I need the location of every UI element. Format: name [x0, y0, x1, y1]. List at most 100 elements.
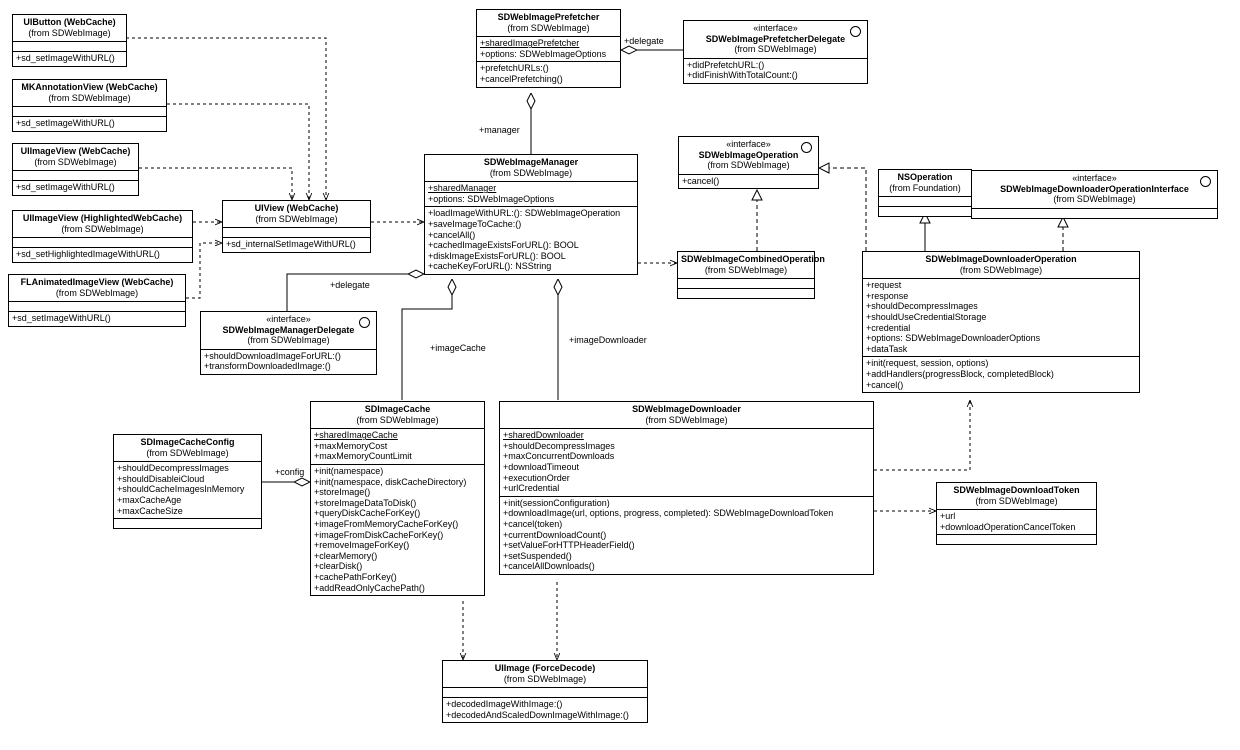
operation: +sd_setImageWithURL() [16, 53, 115, 64]
operation: +cancelAll() [428, 229, 476, 240]
interface-icon [1200, 176, 1211, 187]
operation: +shouldDownloadImageForURL:() [204, 350, 341, 361]
attribute: +urlCredential [503, 483, 560, 494]
operations-compartment: +sd_setImageWithURL() [9, 311, 185, 326]
class-flanimatedimageview-webcache[interactable]: FLAnimatedImageView (WebCache) (from SDW… [8, 274, 186, 327]
class-package: (from SDWebImage) [146, 447, 229, 458]
operation: +downloadImage(url, options, progress, c… [503, 508, 834, 519]
operations-compartment [879, 206, 971, 216]
agg-manager-delegate [286, 274, 424, 311]
class-package: (from SDWebImage) [707, 160, 790, 171]
attribute: +downloadTimeout [503, 461, 579, 472]
label-manager-delegate: +delegate [330, 280, 370, 290]
attribute: +sharedImagePrefetcher [480, 38, 580, 49]
operation: +didPrefetchURL:() [687, 59, 765, 70]
class-sdimagecache[interactable]: SDImageCache (from SDWebImage) +sharedIm… [310, 401, 485, 597]
agg-manager-imagecache [401, 279, 452, 400]
class-name: SDWebImageDownloaderOperation [925, 254, 1077, 264]
operations-compartment: +init(request, session, options) +addHan… [863, 356, 1139, 392]
operation: +init(request, session, options) [866, 358, 989, 369]
class-sdwebimageprefetcher[interactable]: SDWebImagePrefetcher (from SDWebImage) +… [476, 9, 621, 88]
interface-icon [850, 26, 861, 37]
attributes-compartment [13, 171, 138, 180]
attributes-compartment [9, 302, 185, 311]
class-name: SDWebImageDownloadToken [953, 485, 1080, 495]
class-name: SDWebImageManager [483, 157, 579, 167]
class-sdwebimagedownloadtoken[interactable]: SDWebImageDownloadToken (from SDWebImage… [936, 482, 1097, 546]
class-package: (from SDWebImage) [48, 92, 131, 103]
class-name: MKAnnotationView (WebCache) [21, 82, 158, 92]
class-header: FLAnimatedImageView (WebCache) (from SDW… [9, 275, 185, 303]
class-package: (from SDWebImage) [356, 414, 439, 425]
class-header: SDWebImageManager (from SDWebImage) [425, 155, 637, 183]
class-uiview-webcache[interactable]: UIView (WebCache) (from SDWebImage) +sd_… [222, 200, 371, 253]
operations-compartment [972, 209, 1217, 218]
class-stereotype: «interface» [266, 314, 311, 324]
label-image-downloader-role: +imageDownloader [569, 335, 647, 345]
operation: +sd_internalSetImageWithURL() [226, 239, 356, 250]
class-sdimagecacheconfig[interactable]: SDImageCacheConfig (from SDWebImage) +sh… [113, 434, 262, 530]
class-package: (from Foundation) [889, 182, 961, 193]
operation: +sd_setImageWithURL() [12, 313, 111, 324]
attribute: +maxMemoryCountLimit [314, 451, 412, 462]
attributes-compartment: +request +response +shouldDecompressImag… [863, 279, 1139, 356]
class-stereotype: «interface» [753, 23, 798, 33]
class-package: (from SDWebImage) [1053, 194, 1136, 205]
operations-compartment [114, 518, 261, 528]
attribute: +shouldDisableiCloud [117, 473, 205, 484]
class-sdwebimageprefetcherdelegate[interactable]: «interface» SDWebImagePrefetcherDelegate… [683, 20, 868, 84]
class-nsoperation[interactable]: NSOperation (from Foundation) [878, 169, 972, 218]
class-uibutton-webcache[interactable]: UIButton (WebCache) (from SDWebImage) +s… [12, 14, 127, 67]
attributes-compartment: +sharedManager +options: SDWebImageOptio… [425, 182, 637, 206]
attributes-compartment [13, 107, 166, 116]
class-sdwebimagemanager[interactable]: SDWebImageManager (from SDWebImage) +sha… [424, 154, 638, 275]
class-name: SDImageCache [364, 404, 431, 414]
class-package: (from SDWebImage) [507, 22, 590, 33]
class-package: (from SDWebImage) [61, 223, 144, 234]
class-sdwebimagedownloaderoperation[interactable]: SDWebImageDownloaderOperation (from SDWe… [862, 251, 1140, 394]
operation: +currentDownloadCount() [503, 529, 607, 540]
operation: +decodedImageWithImage:() [446, 699, 563, 710]
label-manager-role: +manager [479, 125, 520, 135]
class-uiimage-forcedecode[interactable]: UIImage (ForceDecode) (from SDWebImage) … [442, 660, 648, 724]
operations-compartment: +loadImageWithURL:(): SDWebImageOperatio… [425, 206, 637, 274]
class-name: SDImageCacheConfig [140, 437, 235, 447]
operation: +imageFromMemoryCacheForKey() [314, 518, 459, 529]
operation: +cancel(token) [503, 518, 563, 529]
label-config-role: +config [275, 467, 305, 477]
dep-uiimageview-uiview [139, 167, 292, 200]
operations-compartment: +sd_internalSetImageWithURL() [223, 237, 370, 252]
class-package: (from SDWebImage) [247, 335, 330, 346]
operation: +addHandlers(progressBlock, completedBlo… [866, 368, 1054, 379]
class-sdwebimagedownloaderoperationinterface[interactable]: «interface» SDWebImageDownloaderOperatio… [971, 170, 1218, 219]
class-name: UIImageView (WebCache) [20, 146, 131, 156]
attribute: +shouldDecompressImages [117, 463, 229, 474]
operations-compartment [937, 534, 1096, 544]
operations-compartment: +init(namespace) +init(namespace, diskCa… [311, 463, 484, 595]
attributes-compartment: +url +downloadOperationCancelToken [937, 510, 1096, 534]
attribute: +options: SDWebImageDownloaderOptions [866, 333, 1041, 344]
attribute: +shouldDecompressImages [503, 440, 615, 451]
operation: +storeImage() [314, 487, 371, 498]
class-sdwebimagecombinedoperation[interactable]: SDWebImageCombinedOperation (from SDWebI… [677, 251, 825, 300]
class-header: UIButton (WebCache) (from SDWebImage) [13, 15, 126, 43]
class-sdwebimageoperation[interactable]: «interface» SDWebImageOperation (from SD… [678, 136, 819, 190]
operations-compartment [678, 288, 814, 298]
class-package: (from SDWebImage) [34, 156, 117, 167]
attribute: +url [940, 511, 956, 522]
attribute: +sharedManager [428, 183, 497, 194]
class-name: NSOperation [897, 172, 953, 182]
operation: +storeImageDataToDisk() [314, 497, 417, 508]
operation: +diskImageExistsForURL(): BOOL [428, 250, 566, 261]
operation: +decodedAndScaledDownImageWithImage:() [446, 709, 629, 720]
class-sdwebimagedownloader[interactable]: SDWebImageDownloader (from SDWebImage) +… [499, 401, 874, 575]
attribute: +shouldUseCredentialStorage [866, 311, 987, 322]
class-uiimageview-webcache[interactable]: UIImageView (WebCache) (from SDWebImage)… [12, 143, 139, 196]
class-mkannotationview-webcache[interactable]: MKAnnotationView (WebCache) (from SDWebI… [12, 79, 167, 132]
attribute: +response [866, 290, 909, 301]
class-name: SDWebImageDownloader [632, 404, 741, 414]
class-uiimageview-highlightedwebcache[interactable]: UIImageView (HighlightedWebCache) (from … [12, 210, 193, 263]
operation: +prefetchURLs:() [480, 63, 549, 74]
class-sdwebimagemanagerdelegate[interactable]: «interface» SDWebImageManagerDelegate (f… [200, 311, 377, 375]
class-header: «interface» SDWebImageOperation (from SD… [679, 137, 818, 175]
